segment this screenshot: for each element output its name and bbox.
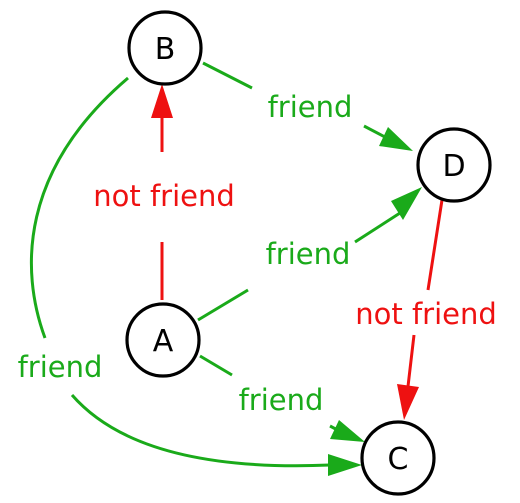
edge-a-to-b-arrowhead xyxy=(151,84,173,118)
edge-a-to-c-arrowhead xyxy=(330,420,365,442)
node-c: C xyxy=(360,420,436,496)
edge-a-to-d-arrowhead xyxy=(391,187,422,220)
edge-labels: friend not friend friend not friend frie… xyxy=(18,90,497,417)
edge-label-b-to-c: friend xyxy=(18,350,103,384)
node-d: D xyxy=(416,127,492,203)
edge-label-b-to-d: friend xyxy=(268,90,353,124)
edge-b-to-c xyxy=(29,76,331,468)
node-a-label: A xyxy=(153,324,174,359)
edge-label-a-to-b: not friend xyxy=(93,179,235,213)
edge-label-d-to-c: not friend xyxy=(355,297,497,331)
node-c-circle xyxy=(360,420,436,496)
edge-b-to-d-arrowhead xyxy=(379,127,413,151)
edges xyxy=(29,61,444,476)
node-d-label: D xyxy=(442,149,465,184)
edge-b-to-c-arrowhead xyxy=(328,454,362,476)
edge-d-to-c-arrowhead xyxy=(397,384,419,420)
edge-d-to-c xyxy=(405,199,444,396)
node-b-circle xyxy=(127,10,203,86)
node-d-circle xyxy=(416,127,492,203)
node-a: A xyxy=(125,302,201,378)
node-b-label: B xyxy=(155,32,176,67)
node-b: B xyxy=(127,10,203,86)
edge-label-a-to-d: friend xyxy=(266,237,351,271)
node-a-circle xyxy=(125,302,201,378)
node-c-label: C xyxy=(388,442,409,477)
edge-label-a-to-c: friend xyxy=(239,383,324,417)
edge-a-to-d xyxy=(197,211,401,322)
